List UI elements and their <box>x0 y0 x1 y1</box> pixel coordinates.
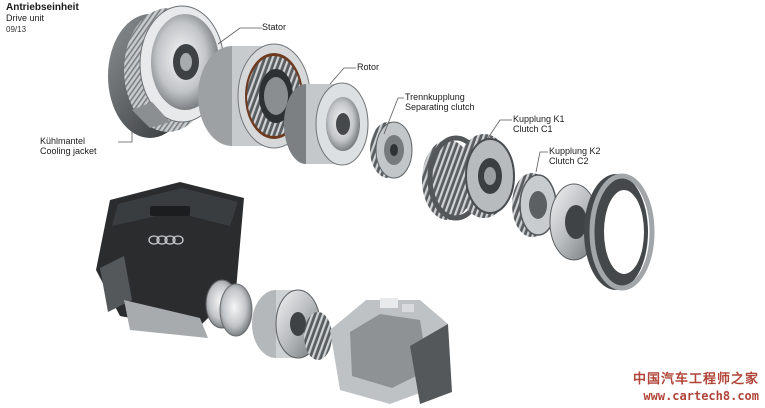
label-separating-clutch-de: Trennkupplung <box>405 92 465 102</box>
label-cooling-jacket: Kühlmantel Cooling jacket <box>40 136 97 156</box>
label-clutch-k2-en: Clutch C2 <box>549 156 589 166</box>
label-clutch-k1-en: Clutch C1 <box>513 124 553 134</box>
clutch-k1 <box>422 134 515 221</box>
transmission <box>330 298 452 404</box>
header-date: 09/13 <box>6 25 27 34</box>
header-title-de: Antriebseinheit <box>6 2 79 13</box>
label-stator: Stator <box>262 22 286 32</box>
label-rotor: Rotor <box>357 62 379 72</box>
watermark-url: www.cartech8.com <box>643 389 759 403</box>
cooling-jacket <box>108 5 225 138</box>
label-cooling-jacket-en: Cooling jacket <box>40 146 97 156</box>
label-cooling-jacket-de: Kühlmantel <box>40 136 86 146</box>
label-separating-clutch-en: Separating clutch <box>405 102 475 112</box>
label-clutch-k2: Kupplung K2 Clutch C2 <box>549 146 601 166</box>
end-ring <box>584 173 655 291</box>
label-separating-clutch: Trennkupplung Separating clutch <box>405 92 475 112</box>
header-title-en: Drive unit <box>6 13 45 23</box>
label-rotor-text: Rotor <box>357 62 380 72</box>
watermark-cn: 中国汽车工程师之家 <box>632 372 759 387</box>
diagram-header: Antriebseinheit Drive unit 09/13 <box>6 2 79 35</box>
leader-lines <box>118 27 548 173</box>
lower-motor-module <box>219 283 332 360</box>
label-clutch-k2-de: Kupplung K2 <box>549 146 601 156</box>
stator <box>198 43 311 149</box>
separating-clutch <box>370 121 413 179</box>
watermark: 中国汽车工程师之家 www.cartech8.com <box>633 372 759 404</box>
label-stator-text: Stator <box>262 22 287 32</box>
label-clutch-k1-de: Kupplung K1 <box>513 114 565 124</box>
engine-block <box>96 182 244 338</box>
label-clutch-k1: Kupplung K1 Clutch C1 <box>513 114 565 134</box>
rotor <box>284 82 369 166</box>
